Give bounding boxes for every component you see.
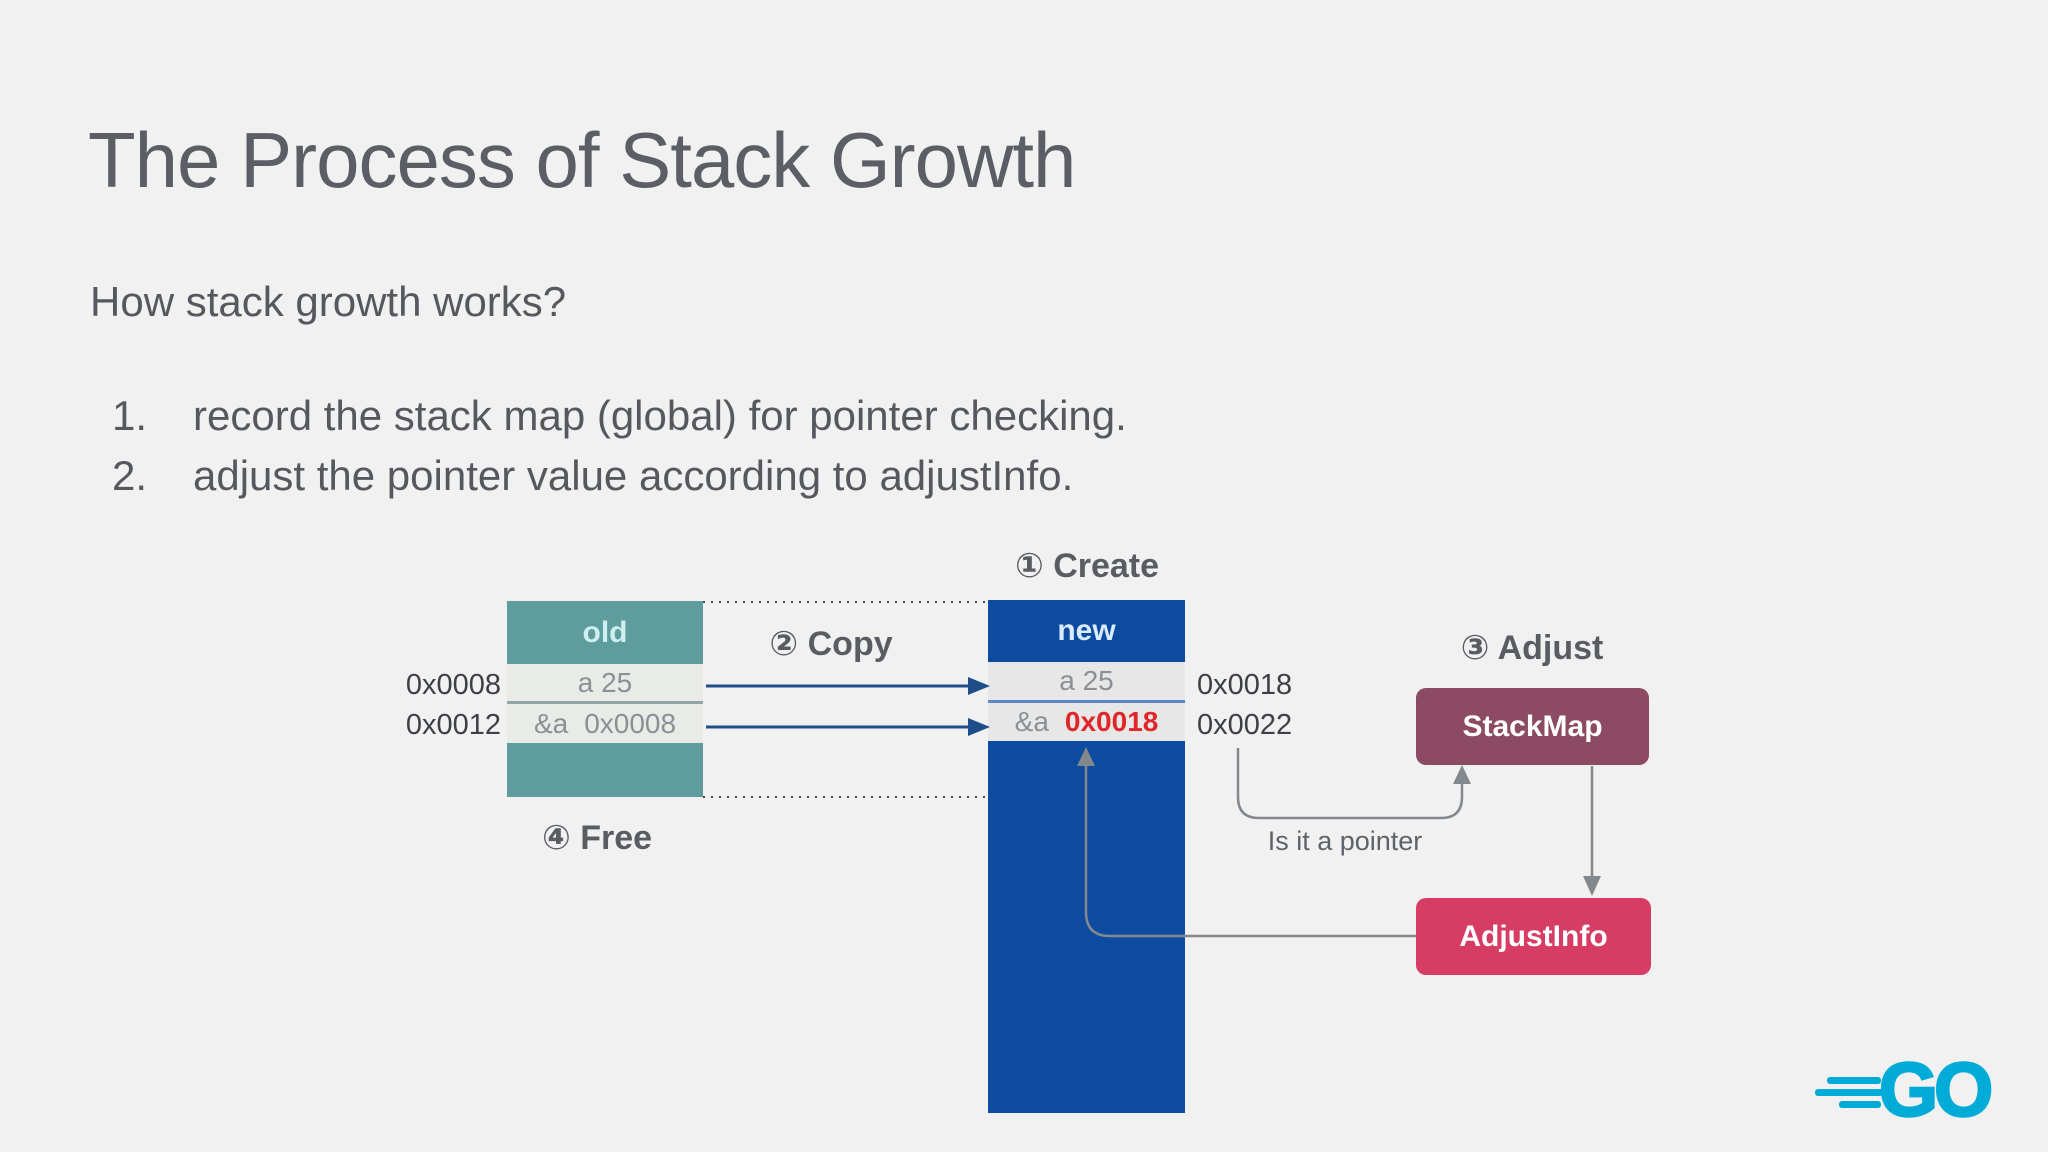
list-item: 1. record the stack map (global) for poin…: [112, 392, 1127, 440]
pointer-question-label: Is it a pointer: [1267, 826, 1423, 856]
old-stack-address-2: 0x0012: [405, 709, 501, 741]
list-item-number: 1.: [112, 392, 148, 439]
copy-arrow-row1-head: [968, 677, 990, 695]
go-logo-speed-line-icon: [1827, 1077, 1881, 1084]
copy-arrow-row2-head: [968, 718, 990, 736]
old-stack-address-1: 0x0008: [405, 669, 501, 701]
new-stack-address-2: 0x0022: [1197, 709, 1293, 741]
step-adjust-label: ③ Adjust: [1460, 629, 1604, 667]
new-pointer-name: &a: [1014, 706, 1049, 737]
go-logo-speed-line-icon: [1839, 1101, 1881, 1108]
new-pointer-value-highlighted: 0x0018: [1064, 706, 1159, 737]
adjustinfo-node: AdjustInfo: [1416, 898, 1651, 975]
new-stack-address-1: 0x0018: [1197, 669, 1293, 701]
old-stack-row-pointer: &a 0x0008: [507, 704, 703, 743]
list-item-text: record the stack map (global) for pointe…: [193, 392, 1127, 439]
old-pointer-value: 0x0008: [584, 707, 677, 739]
new-stack-box: new a 25 &a 0x0018: [988, 600, 1185, 1113]
step-create-label: ① Create: [1014, 547, 1160, 585]
new-stack-row-pointer: &a 0x0018: [988, 703, 1185, 741]
go-logo: GO: [1815, 1047, 2015, 1142]
old-stack-title: old: [507, 601, 703, 664]
go-logo-text: GO: [1878, 1047, 1995, 1135]
old-stack-filler: [507, 743, 703, 797]
step-free-label: ④ Free: [541, 819, 653, 857]
stackmap-node: StackMap: [1416, 688, 1649, 765]
old-stack-box: old a 25 &a 0x0008: [507, 601, 703, 797]
step-copy-label: ② Copy: [769, 625, 893, 663]
list-item-text: adjust the pointer value according to ad…: [193, 452, 1074, 499]
stackmap-to-adjustinfo-arrowhead: [1583, 876, 1601, 896]
old-pointer-name: &a: [533, 707, 569, 739]
page-title: The Process of Stack Growth: [88, 116, 1076, 204]
list-item-number: 2.: [112, 452, 148, 499]
new-stack-row-a: a 25: [988, 662, 1185, 703]
new-stack-filler: [988, 741, 1185, 1113]
new-stack-title: new: [988, 600, 1185, 662]
pointer-check-arrowhead: [1453, 765, 1471, 784]
go-logo-speed-line-icon: [1815, 1089, 1883, 1096]
list-item: 2. adjust the pointer value according to …: [112, 452, 1073, 500]
old-stack-row-a: a 25: [507, 664, 703, 704]
subtitle-question: How stack growth works?: [90, 278, 567, 325]
